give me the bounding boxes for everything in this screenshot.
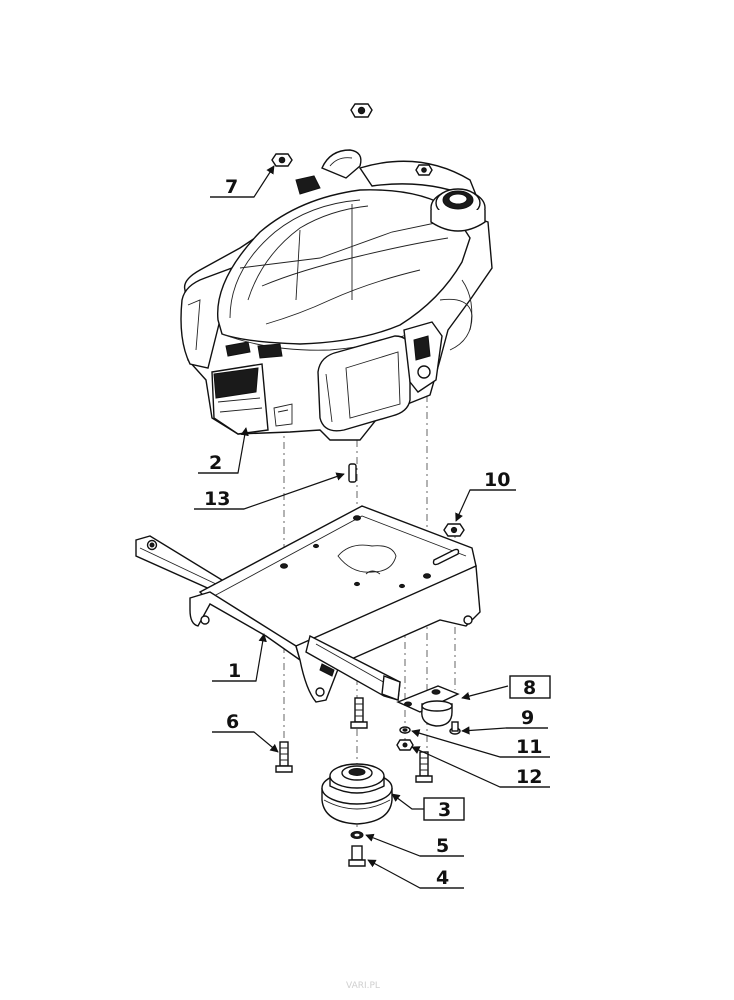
callout-5: 5	[436, 835, 449, 857]
callout-3-box: 3	[423, 797, 465, 821]
bolt-part	[350, 697, 368, 729]
callout-7: 7	[225, 176, 238, 198]
callout-12: 12	[516, 766, 542, 788]
bolt-6-part	[275, 741, 293, 773]
nut-10-part	[443, 523, 465, 537]
deck-plate-part	[135, 505, 481, 703]
nut-7-part	[271, 153, 293, 167]
callout-labels: 7 2 13 10 1 6 8 9 11 12 3 5 4	[204, 176, 551, 889]
bolt-part	[415, 751, 433, 783]
engine-part	[180, 149, 493, 441]
top-nut-part	[350, 103, 373, 118]
bracket-8-part	[396, 685, 460, 727]
callout-2: 2	[209, 452, 222, 474]
washer-11-part	[399, 726, 411, 734]
pin-13-part	[348, 463, 357, 483]
washer-5-part	[350, 831, 364, 839]
callout-9: 9	[521, 707, 534, 729]
callout-8: 8	[523, 677, 536, 699]
nut-12-part	[396, 739, 414, 751]
screw-9-part	[449, 721, 461, 735]
callout-11: 11	[516, 736, 542, 758]
callout-3: 3	[438, 799, 451, 821]
callout-8-box: 8	[509, 675, 551, 699]
callout-1: 1	[228, 660, 241, 682]
callout-underlines	[194, 196, 550, 889]
watermark: VARI.PL	[346, 981, 380, 991]
pulley-3-part	[321, 763, 393, 825]
callout-10: 10	[484, 469, 510, 491]
callout-4: 4	[436, 867, 449, 889]
callout-13: 13	[204, 488, 230, 510]
bolt-4-part	[348, 845, 366, 867]
callout-6: 6	[226, 711, 239, 733]
